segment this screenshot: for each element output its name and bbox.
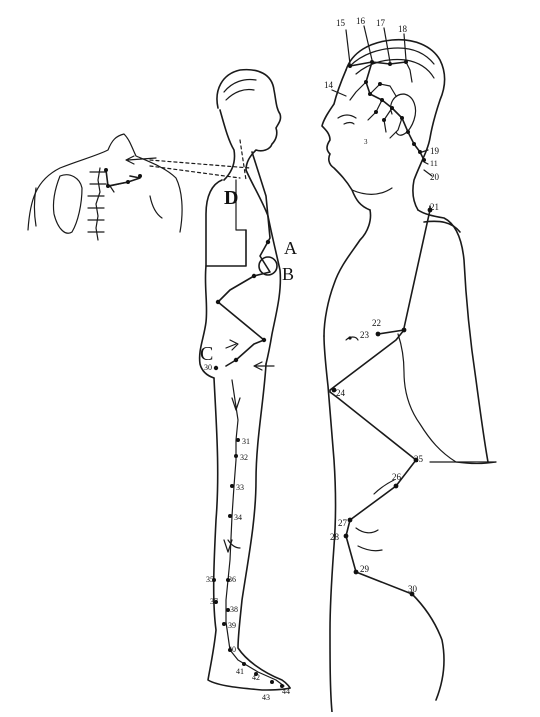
point-label-21: 21: [430, 202, 439, 212]
point-label-23: 23: [360, 330, 370, 340]
point-label-31: 31: [242, 437, 250, 446]
point-label-40: 40: [228, 645, 236, 654]
point-label-42: 42: [252, 673, 260, 682]
region-label-b: B: [282, 264, 294, 284]
point-label-18: 18: [398, 24, 408, 34]
point-label-43: 43: [262, 693, 270, 702]
point-label-26: 26: [392, 472, 402, 482]
point-label-30: 30: [408, 584, 418, 594]
point-label-37: 37: [210, 597, 218, 606]
back-inset-figure: [28, 134, 182, 240]
point-label-27: 27: [338, 518, 348, 528]
point-label-25: 25: [414, 454, 424, 464]
point-label-28: 28: [330, 532, 340, 542]
leg-point-labels: 30 31 32 33 34 35 36 37 38 39 40 41 42 4…: [204, 363, 290, 702]
region-label-d: D: [224, 187, 238, 209]
point-label-32: 32: [240, 453, 248, 462]
point-label-30b: 30: [204, 363, 212, 372]
point-label-44: 44: [282, 687, 290, 696]
point-label-29: 29: [360, 564, 370, 574]
region-label-a: A: [284, 238, 297, 258]
region-labels: D A B C: [200, 187, 297, 365]
point-label-3: 3: [364, 138, 368, 146]
point-label-24: 24: [336, 388, 346, 398]
point-label-19: 19: [430, 146, 440, 156]
point-label-20: 20: [430, 172, 440, 182]
point-label-22: 22: [372, 318, 381, 328]
point-label-17: 17: [376, 18, 386, 28]
point-label-16: 16: [356, 16, 366, 26]
point-label-36: 36: [228, 575, 236, 584]
point-label-15: 15: [336, 18, 346, 28]
point-label-35: 35: [206, 575, 214, 584]
region-label-c: C: [200, 343, 213, 365]
bust-point-labels: 15 16 17 18 14 3 19 11 20 21 22 23 24 25…: [324, 16, 440, 594]
point-label-34: 34: [234, 513, 242, 522]
point-label-38: 38: [230, 605, 238, 614]
point-label-39: 39: [228, 621, 236, 630]
bust-figure: [322, 26, 496, 712]
point-label-11: 11: [430, 159, 438, 168]
point-label-14: 14: [324, 80, 334, 90]
point-label-33: 33: [236, 483, 244, 492]
point-label-41: 41: [236, 667, 244, 676]
